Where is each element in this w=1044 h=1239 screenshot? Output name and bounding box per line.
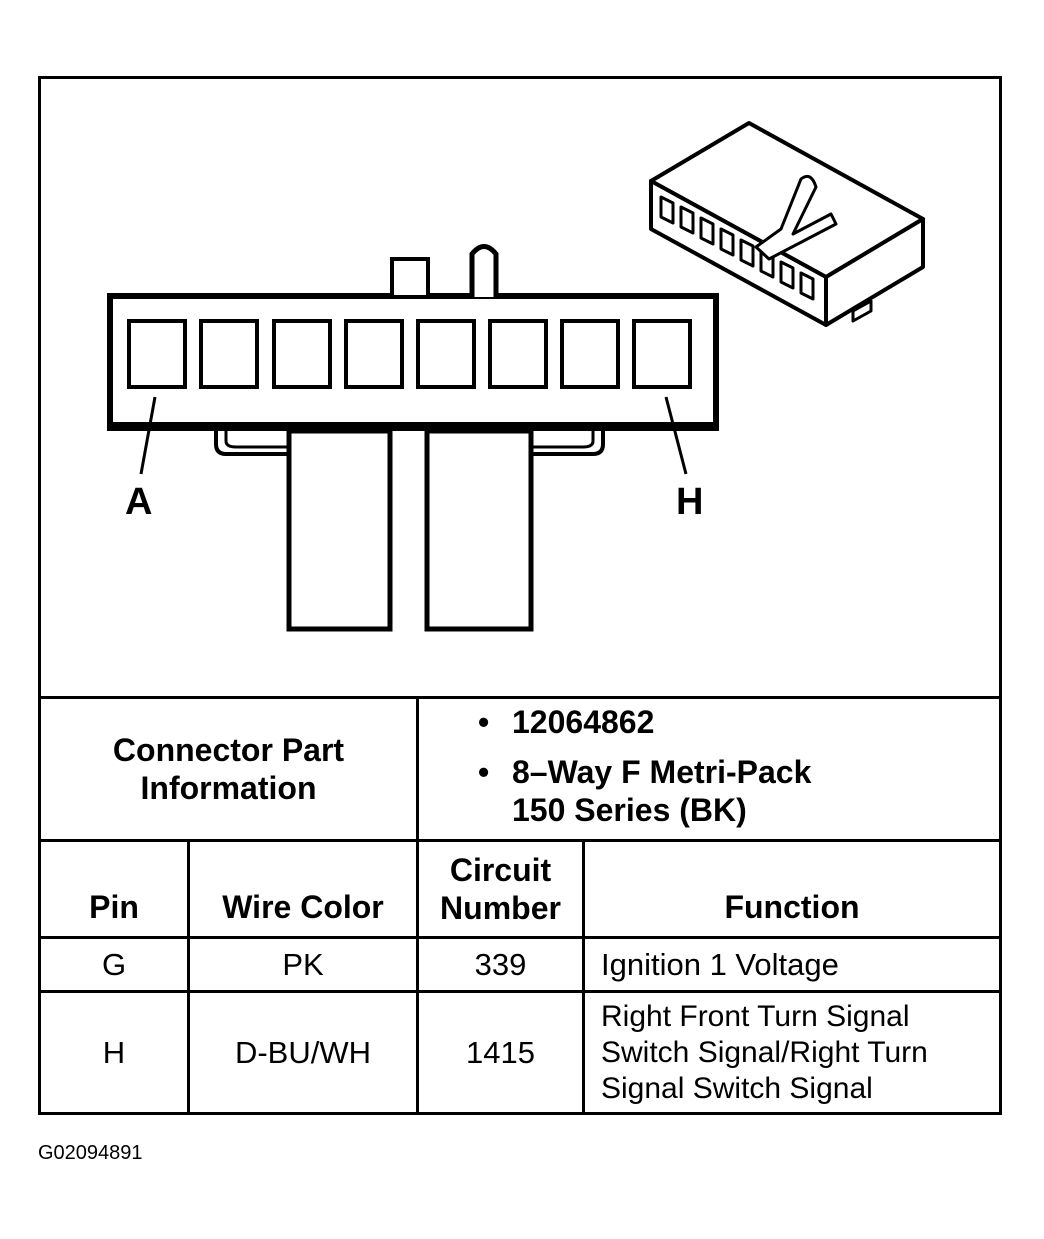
row-g-pin: G (101, 947, 127, 982)
row-g-circuit-number: 339 (474, 947, 527, 982)
pin-h-leader (664, 396, 688, 475)
table-top-border (41, 696, 999, 699)
connector-type-item: •8–Way F Metri-Pack 150 Series (BK) (478, 753, 988, 829)
row-h-wire-color: D-BU/WH (234, 1035, 372, 1070)
header-circuit-number: Circuit Number (440, 852, 561, 926)
header-wire-color: Wire Color (222, 889, 384, 925)
col-divider-1 (187, 839, 190, 1112)
row-h-function: Right Front Turn Signal Switch Signal/Ri… (601, 999, 928, 1105)
part-number-item: •12064862 (478, 704, 655, 740)
info-divider (416, 696, 419, 1112)
connector-type: 8–Way F Metri-Pack 150 Series (BK) (512, 754, 812, 828)
header-pin: Pin (89, 889, 139, 925)
row-h-circuit-number: 1415 (466, 1035, 535, 1070)
part-number: 12064862 (512, 704, 655, 740)
connector-info-label: Connector Part Information (112, 732, 345, 806)
info-bottom-border (41, 839, 999, 842)
col-divider-3 (582, 839, 585, 1112)
figure-frame: A H Connector Part Information (38, 76, 1002, 1115)
figure-id: G02094891 (38, 1142, 143, 1164)
row-g-wire-color: PK (282, 947, 324, 982)
pin-a-label: A (125, 481, 152, 523)
pin-h-label: H (676, 481, 703, 523)
connector-info-details: •12064862 •8–Way F Metri-Pack 150 Series… (478, 703, 988, 829)
connector-diagram: A H (107, 121, 925, 632)
connector-front-view (107, 244, 719, 632)
header-function: Function (724, 889, 860, 925)
connector-iso-view (649, 121, 925, 327)
header-bottom-border (41, 936, 999, 939)
row-h-pin: H (102, 1035, 126, 1070)
row-g-function: Ignition 1 Voltage (601, 947, 839, 982)
row-g-bottom-border (41, 990, 999, 993)
pin-a-leader (139, 396, 157, 475)
